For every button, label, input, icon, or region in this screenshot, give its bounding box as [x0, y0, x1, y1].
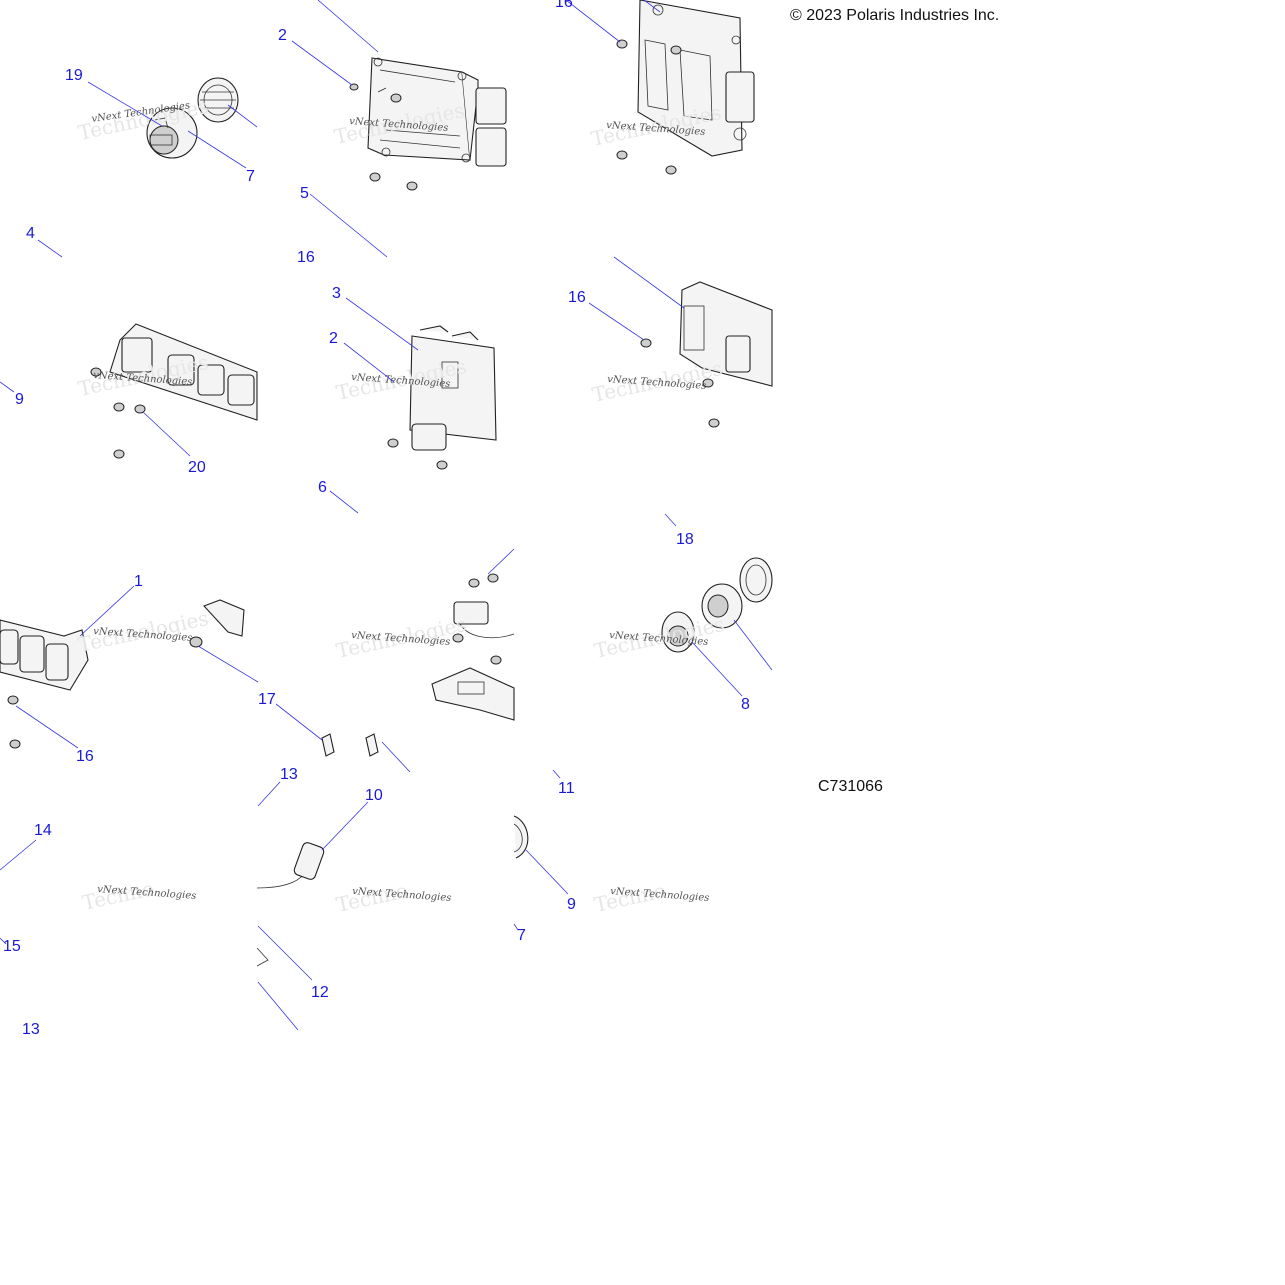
- callout-2: 2: [278, 27, 287, 44]
- ecu-module: [349, 57, 507, 191]
- callout-7: 7: [246, 168, 255, 185]
- callout-13: 13: [280, 766, 298, 783]
- ignition-coil-rail-b: [0, 619, 89, 749]
- callout-1: 1: [134, 573, 143, 590]
- controller-module: [616, 0, 755, 175]
- callout-13: 13: [22, 1021, 40, 1038]
- ignition-coil-rail: [90, 323, 258, 459]
- callout-10: 10: [365, 787, 383, 804]
- callout-19: 19: [65, 67, 83, 84]
- callout-15: 15: [3, 938, 21, 955]
- callout-2: 2: [329, 330, 338, 347]
- watermark-panel-h: Technologies vNext Technologies: [334, 612, 468, 663]
- controller-module-b: [640, 281, 773, 428]
- callout-8: 8: [741, 696, 750, 713]
- watermark-panel-k: Techno vNext Technologies: [334, 878, 452, 917]
- callout-5: 5: [300, 185, 309, 202]
- watermark-panel-i: Technologies vNext Technologies: [592, 612, 726, 663]
- callout-18: 18: [676, 531, 694, 548]
- ring-part: [513, 815, 529, 859]
- fuel-cap-assembly-b: [661, 557, 773, 653]
- watermark-panel-g: Technologies vNext Technologies: [76, 606, 210, 657]
- callout-20: 20: [188, 459, 206, 476]
- fuel-cap-assembly: [146, 77, 239, 159]
- callout-16: 16: [297, 249, 315, 266]
- callout-17: 17: [258, 691, 276, 708]
- callout-12: 12: [311, 984, 329, 1001]
- callout-16: 16: [555, 0, 573, 11]
- callout-7: 7: [517, 927, 526, 944]
- figure-code: C731066: [818, 778, 883, 795]
- bracket-sensor-assembly: [189, 573, 515, 757]
- sensor-with-wire: [256, 842, 325, 967]
- callout-9: 9: [15, 391, 24, 408]
- callout-4: 4: [26, 225, 35, 242]
- callout-3: 3: [332, 285, 341, 302]
- copyright-text: © 2023 Polaris Industries Inc.: [790, 7, 999, 24]
- callout-6: 6: [318, 479, 327, 496]
- callout-11: 11: [558, 780, 575, 797]
- callout-14: 14: [34, 822, 52, 839]
- watermark-panel-l: Techno vNext Technologies: [592, 878, 710, 917]
- callout-9: 9: [567, 896, 576, 913]
- callout-16: 16: [76, 748, 94, 765]
- watermark-panel-j: Techno vNext Technologies: [80, 876, 197, 915]
- electronic-module: [387, 325, 497, 470]
- watermark-panel-f: Technologies vNext Technologies: [590, 356, 724, 407]
- callout-16: 16: [568, 289, 586, 306]
